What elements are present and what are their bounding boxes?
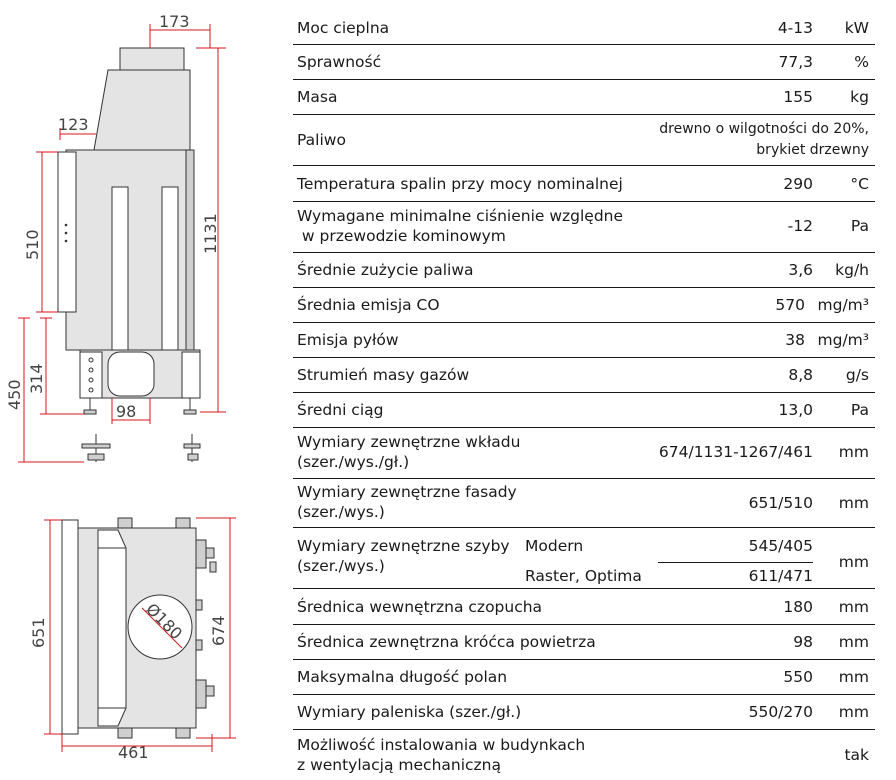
row-label: Możliwość instalowania w budynkach [297,736,586,754]
row-label: Wymiary zewnętrzne fasady [297,483,517,501]
spec-table: Moc cieplna 4-13 kW Sprawność 77,3 % Mas… [293,12,875,780]
row-value: 4-13 [777,19,813,37]
table-row: Średni ciąg 13,0 Pa [293,393,875,428]
row-value: drewno o wilgotności do 20%, [659,121,869,137]
row-value: 155 [783,88,813,106]
row-sub-value-2: 611/471 [748,567,813,585]
row-unit: tak [844,746,869,764]
row-unit: kW [844,19,869,37]
table-row: Średnia emisja CO 570 mg/m³ [293,288,875,323]
dim-leg-height: 314 [27,363,46,394]
row-label-2: (szer./wys.) [297,503,385,521]
row-unit: mm [838,703,869,721]
dim-top-width: 173 [159,12,190,31]
row-unit: mg/m³ [817,331,869,349]
technical-drawings: 173 123 510 1131 314 450 98 [5,12,236,762]
table-row: Paliwo drewno o wilgotności do 20%, bryk… [293,115,875,166]
row-value: 38 [785,331,805,349]
row-label: Strumień masy gazów [297,366,470,384]
row-unit: % [854,53,869,71]
row-value: 3,6 [788,261,813,279]
row-unit: Pa [850,401,869,419]
row-unit: mm [838,553,869,571]
table-row: Średnica zewnętrzna króćca powietrza 98 … [293,625,875,660]
dim-plan-depth: 674 [209,615,228,646]
dim-offset: 123 [58,115,89,134]
row-label: Wymagane minimalne ciśnienie względne [297,207,624,225]
row-unit: g/s [845,366,869,384]
row-unit: Pa [850,217,869,235]
dim-floor-height: 450 [5,379,24,410]
row-unit: kg [850,88,869,106]
dim-flue-dia: 98 [116,402,136,421]
row-label: Masa [297,88,338,106]
table-row: Wymiary zewnętrzne szyby (szer./wys.) Mo… [293,528,875,589]
table-row: Masa 155 kg [293,80,875,115]
table-row: Wymagane minimalne ciśnienie względne w … [293,202,875,253]
row-sub-label-2: Raster, Optima [525,567,642,585]
row-label: Wymiary zewnętrzne szyby [297,537,510,555]
row-value: 77,3 [778,53,813,71]
row-label-2: z wentylacją mechaniczną [297,756,501,774]
table-row: Średnie zużycie paliwa 3,6 kg/h [293,253,875,288]
plan-view-drawing: Ø180 651 674 461 [29,517,236,762]
row-unit: mm [838,633,869,651]
row-label: Sprawność [297,53,382,71]
row-label: Moc cieplna [297,19,390,37]
row-unit: mm [838,494,869,512]
row-value: 550/270 [748,703,813,721]
row-sub-value-1: 545/405 [748,537,813,555]
dim-plan-width: 461 [118,743,149,762]
row-value: 180 [783,598,813,616]
row-value: 570 [775,296,805,314]
dim-plan-front: 651 [29,617,48,648]
row-unit: °C [850,175,869,193]
row-label: Średni ciąg [297,401,384,419]
row-value: 550 [783,668,813,686]
table-row: Średnica wewnętrzna czopucha 180 mm [293,589,875,625]
row-unit: kg/h [835,261,869,279]
row-label: Średnica zewnętrzna króćca powietrza [297,633,596,651]
row-unit: mg/m³ [817,296,869,314]
row-unit: mm [838,598,869,616]
row-label: Wymiary paleniska (szer./gł.) [297,703,522,721]
table-row: Sprawność 77,3 % [293,45,875,80]
row-label: Średnie zużycie paliwa [297,261,474,279]
row-sub-label-1: Modern [525,537,584,555]
row-value: -12 [787,217,813,235]
table-row: Wymiary paleniska (szer./gł.) 550/270 mm [293,695,875,730]
row-label: Temperatura spalin przy mocy nominalnej [297,175,623,193]
table-row: Emisja pyłów 38 mg/m³ [293,323,875,358]
row-value: 674/1131-1267/461 [658,443,813,461]
row-label: Emisja pyłów [297,331,399,349]
table-row: Wymiary zewnętrzne fasady (szer./wys.) 6… [293,479,875,528]
row-label: Średnia emisja CO [297,296,440,314]
side-view-drawing: 173 123 510 1131 314 450 98 [5,12,226,463]
table-row: Wymiary zewnętrzne wkładu (szer./wys./gł… [293,428,875,479]
row-value: 651/510 [748,494,813,512]
table-row: Strumień masy gazów 8,8 g/s [293,358,875,393]
row-value: 8,8 [788,366,813,384]
row-value-2: brykiet drzewny [756,142,869,158]
row-sub-divider [658,562,813,563]
row-label: Średnica wewnętrzna czopucha [297,598,543,616]
row-value: 13,0 [778,401,813,419]
row-value: 290 [783,175,813,193]
table-row: Możliwość instalowania w budynkach z wen… [293,730,875,780]
table-row: Temperatura spalin przy mocy nominalnej … [293,166,875,202]
row-label: Maksymalna długość polan [297,668,508,686]
dim-front-height: 510 [23,229,42,260]
row-label: Wymiary zewnętrzne wkładu [297,433,521,451]
row-label-2: (szer./wys./gł.) [297,453,410,471]
row-label-2: w przewodzie kominowym [297,227,506,245]
row-unit: mm [838,443,869,461]
row-value: 98 [793,633,813,651]
dim-total-height: 1131 [201,213,220,254]
row-label: Paliwo [297,131,346,149]
row-label-2: (szer./wys.) [297,557,385,575]
row-unit: mm [838,668,869,686]
table-row: Maksymalna długość polan 550 mm [293,660,875,695]
table-row: Moc cieplna 4-13 kW [293,12,875,45]
